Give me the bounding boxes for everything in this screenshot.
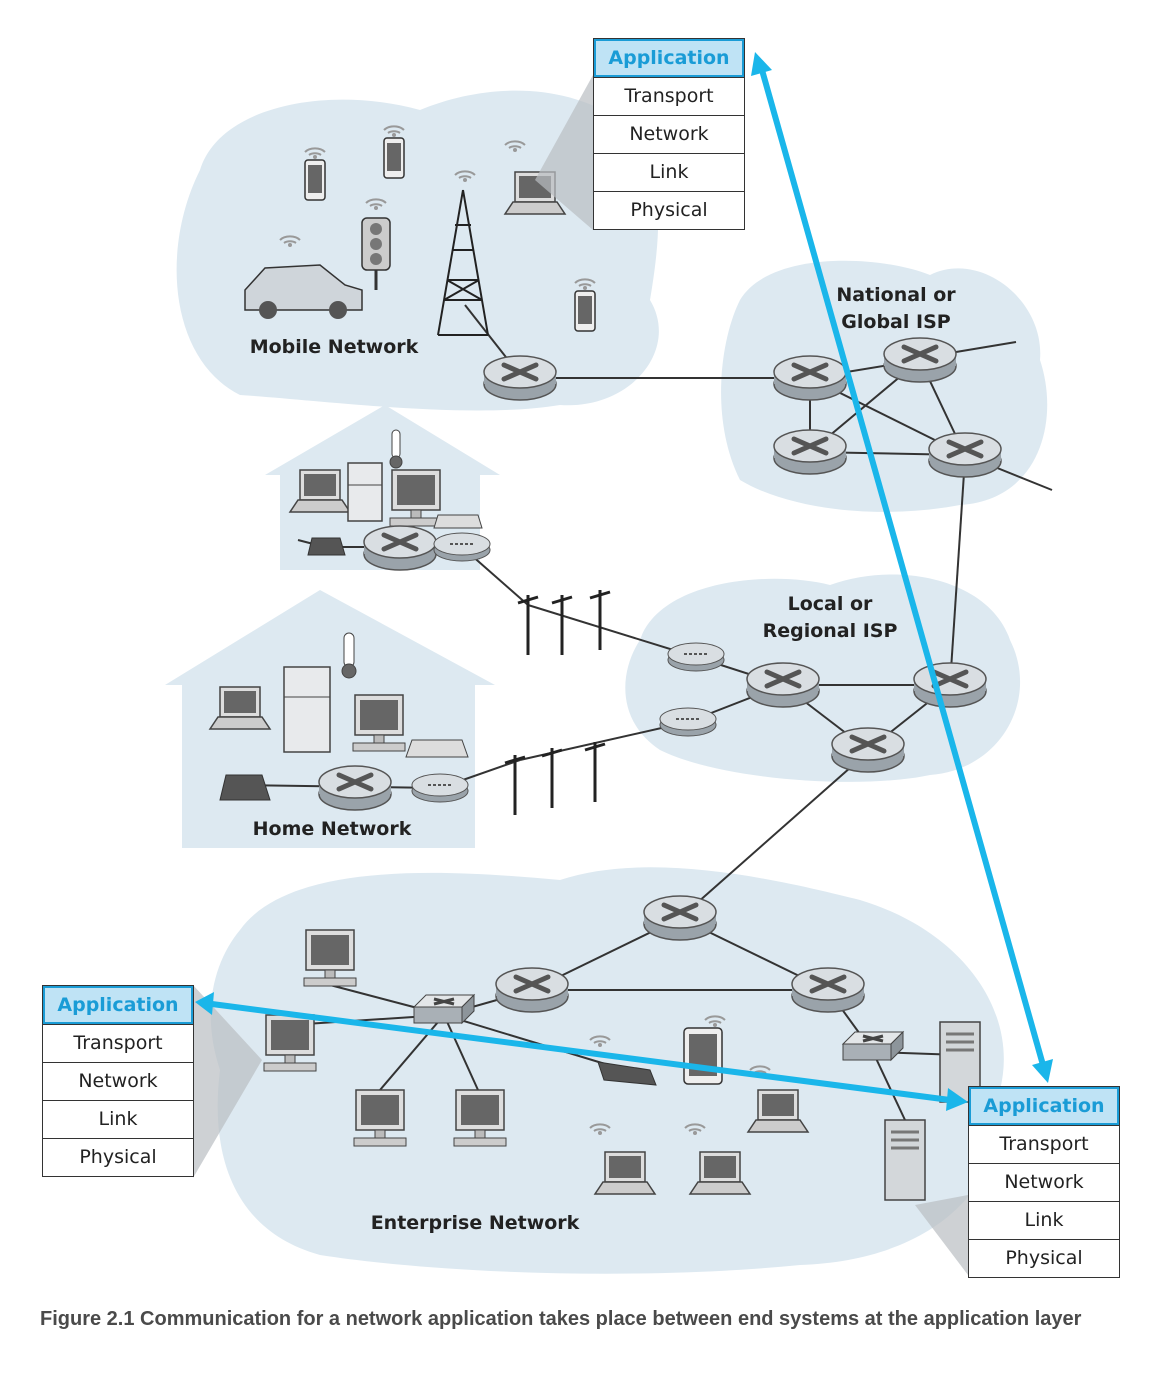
cable-modem-icon bbox=[433, 532, 491, 562]
link-layer: Link bbox=[969, 1201, 1119, 1239]
application-layer-arrows bbox=[195, 52, 1053, 1111]
mobile-network-cloud bbox=[176, 90, 659, 411]
link-layer: Link bbox=[43, 1100, 193, 1138]
enterprise-network-label: Enterprise Network bbox=[371, 1212, 580, 1234]
router-icon bbox=[644, 896, 716, 940]
national-isp-label-line1: National or bbox=[836, 284, 956, 306]
desktop-computer-icon bbox=[453, 1089, 507, 1147]
home-router-icon bbox=[364, 526, 436, 570]
router-icon bbox=[929, 433, 1001, 477]
national-isp-label-line2: Global ISP bbox=[841, 311, 950, 333]
keyboard-icon bbox=[405, 739, 469, 758]
utility-pole-icon bbox=[516, 593, 540, 657]
home-router-icon bbox=[319, 766, 391, 810]
router-icon bbox=[792, 968, 864, 1012]
thermometer-icon bbox=[389, 429, 403, 469]
top-stack-projection bbox=[535, 75, 593, 230]
router-icon bbox=[832, 728, 904, 772]
server-icon bbox=[883, 1118, 927, 1202]
physical-layer: Physical bbox=[43, 1138, 193, 1176]
right-stack-projection bbox=[915, 1195, 968, 1275]
cable-headend-icon bbox=[659, 707, 717, 737]
physical-layer: Physical bbox=[969, 1239, 1119, 1277]
cell-tower-icon bbox=[437, 189, 489, 336]
application-layer: Application bbox=[43, 986, 193, 1024]
network-layer: Network bbox=[969, 1163, 1119, 1201]
transport-layer: Transport bbox=[594, 77, 744, 115]
physical-layer: Physical bbox=[594, 191, 744, 229]
network-diagram: Mobile Network National or Global ISP Lo… bbox=[165, 52, 1053, 1275]
application-layer: Application bbox=[594, 39, 744, 77]
wireless-router-icon bbox=[307, 537, 346, 556]
thermometer-icon bbox=[341, 632, 357, 679]
desktop-computer-icon bbox=[303, 929, 357, 987]
smartphone-icon bbox=[574, 290, 596, 332]
router-icon bbox=[884, 338, 956, 382]
network-layer: Network bbox=[43, 1062, 193, 1100]
router-icon bbox=[914, 663, 986, 707]
wireless-access-point-icon bbox=[597, 1061, 657, 1086]
cable-headend-icon bbox=[667, 642, 725, 672]
home-network-label: Home Network bbox=[253, 818, 412, 840]
transport-layer: Transport bbox=[43, 1024, 193, 1062]
local-isp-label-line1: Local or bbox=[788, 593, 873, 615]
smartphone-icon bbox=[383, 137, 405, 179]
keyboard-icon bbox=[433, 514, 483, 529]
smartphone-icon bbox=[304, 159, 326, 201]
protocol-stack-right: Application Transport Network Link Physi… bbox=[968, 1086, 1120, 1278]
ethernet-switch-icon bbox=[841, 1030, 905, 1062]
utility-pole-icon bbox=[583, 740, 607, 804]
mobile-router-icon bbox=[484, 356, 556, 400]
desktop-computer-icon bbox=[353, 1089, 407, 1147]
desktop-computer-icon bbox=[263, 1014, 317, 1072]
utility-pole-icon bbox=[588, 588, 612, 652]
traffic-light-icon bbox=[361, 217, 391, 290]
ethernet-switch-icon bbox=[412, 993, 476, 1025]
left-stack-projection bbox=[193, 985, 262, 1178]
utility-pole-icon bbox=[540, 746, 564, 810]
local-isp-label-line2: Regional ISP bbox=[763, 620, 898, 642]
desktop-computer-icon bbox=[352, 694, 406, 752]
wireless-router-icon bbox=[219, 774, 271, 801]
application-layer: Application bbox=[969, 1087, 1119, 1125]
router-icon bbox=[774, 430, 846, 474]
car-icon bbox=[244, 264, 363, 319]
cable-modem-icon bbox=[411, 773, 469, 803]
tablet-icon bbox=[683, 1027, 723, 1085]
protocol-stack-top: Application Transport Network Link Physi… bbox=[593, 38, 745, 230]
protocol-stack-left: Application Transport Network Link Physi… bbox=[42, 985, 194, 1177]
desktop-computer-icon bbox=[389, 469, 443, 527]
transport-layer: Transport bbox=[969, 1125, 1119, 1163]
refrigerator-icon bbox=[347, 462, 383, 522]
link-layer: Link bbox=[594, 153, 744, 191]
router-icon bbox=[747, 663, 819, 707]
mobile-network-label: Mobile Network bbox=[250, 336, 419, 358]
network-layer: Network bbox=[594, 115, 744, 153]
figure-caption: Figure 2.1 Communication for a network a… bbox=[40, 1308, 1082, 1330]
refrigerator-icon bbox=[283, 666, 331, 753]
router-icon bbox=[774, 356, 846, 400]
utility-pole-icon bbox=[550, 593, 574, 657]
router-icon bbox=[496, 968, 568, 1012]
